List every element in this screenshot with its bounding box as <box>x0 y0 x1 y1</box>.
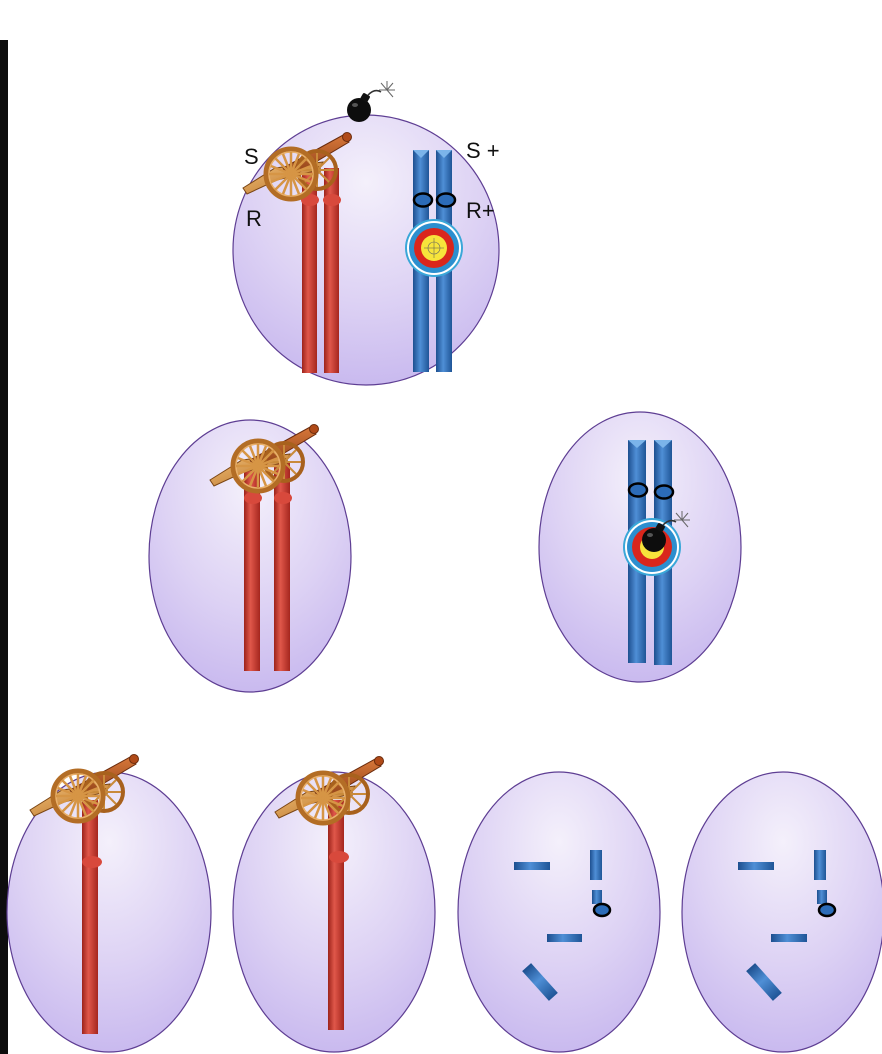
bottom-cell-3 <box>458 772 660 1052</box>
label-s-plus: S + <box>466 140 500 162</box>
label-r-plus: R+ <box>466 200 495 222</box>
ring-icon <box>819 904 835 916</box>
top-cell <box>233 81 499 385</box>
label-s: S <box>244 146 259 168</box>
middle-right-cell <box>539 412 741 682</box>
target-icon <box>405 219 463 277</box>
middle-left-cell <box>149 420 351 692</box>
bottom-cell-4 <box>682 772 882 1052</box>
bottom-cell-2 <box>233 757 435 1053</box>
bottom-cell-1 <box>7 755 211 1053</box>
label-r: R <box>246 208 262 230</box>
ring-icon <box>594 904 610 916</box>
